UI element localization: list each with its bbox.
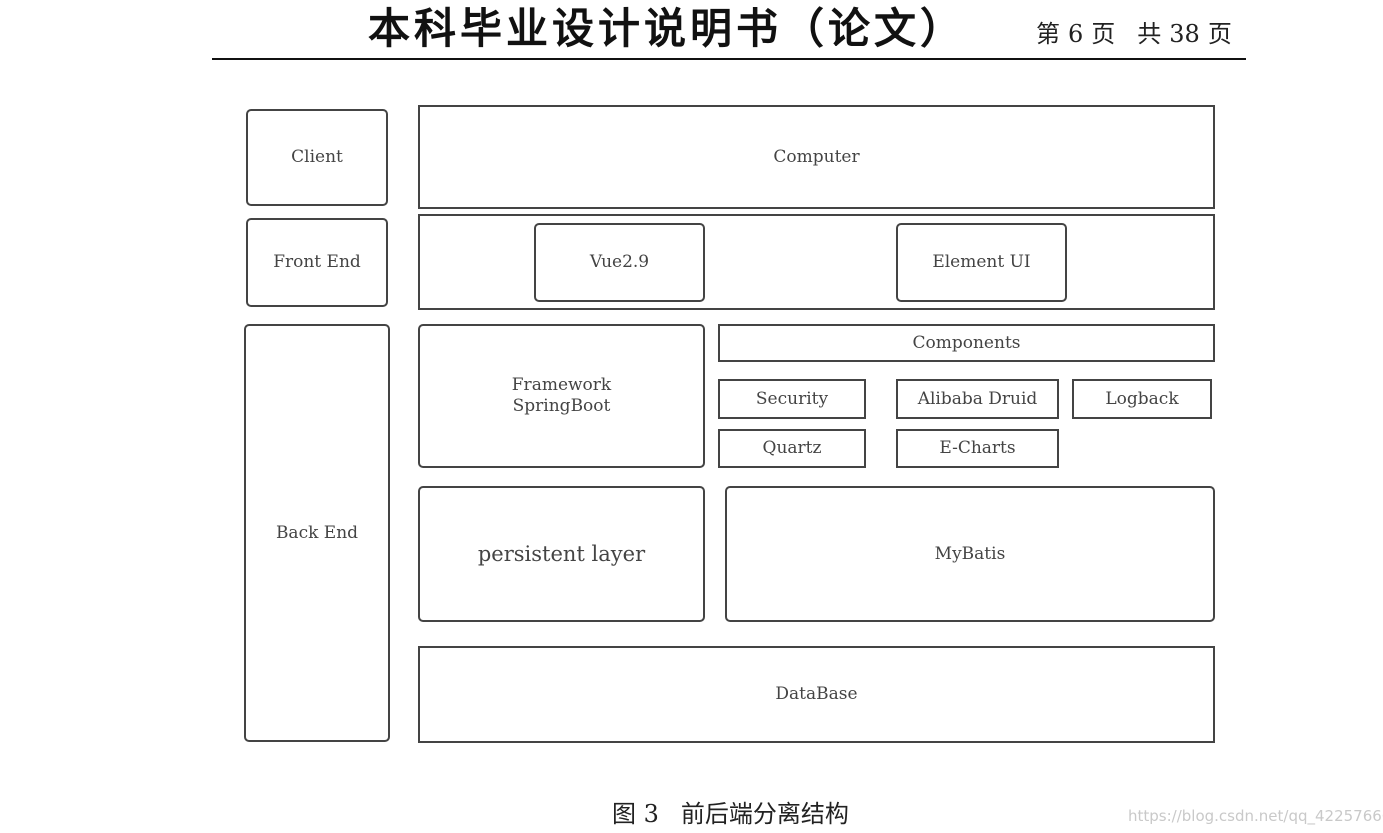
total-word: 页 [1207,20,1232,48]
mybatis-box: MyBatis [725,486,1215,622]
database-label: DataBase [775,684,858,704]
alibaba-druid-box: Alibaba Druid [896,379,1059,419]
front-end-layer-box: Front End [246,218,388,307]
components-box: Components [718,324,1215,362]
page-number: 6 [1068,20,1084,48]
echarts-box: E-Charts [896,429,1059,468]
computer-label: Computer [773,146,860,167]
framework-box: Framework SpringBoot [418,324,705,468]
client-layer-box: Client [246,109,388,206]
watermark: https://blog.csdn.net/qq_42257666 [1128,807,1383,825]
components-label: Components [912,332,1021,353]
echarts-label: E-Charts [939,438,1016,458]
document-title: 本科毕业设计说明书（论文） [368,4,967,53]
alibaba-druid-label: Alibaba Druid [917,388,1038,409]
framework-label: Framework [511,375,612,395]
figure-number: 图 3 [612,800,659,828]
vue-box: Vue2.9 [534,223,705,302]
vue-label: Vue2.9 [589,252,650,272]
quartz-box: Quartz [718,429,866,468]
total-pages: 38 [1169,20,1200,48]
database-box: DataBase [418,646,1215,743]
page-word: 页 [1091,20,1116,48]
element-ui-label: Element UI [932,252,1031,272]
back-end-label: Back End [275,522,359,543]
figure-caption: 图 3 前后端分离结构 [612,798,849,830]
security-label: Security [755,388,829,409]
logback-label: Logback [1105,388,1179,409]
computer-box: Computer [418,105,1215,209]
mybatis-label: MyBatis [934,543,1006,564]
front-end-label: Front End [273,252,361,272]
persistent-layer-label: persistent layer [477,541,646,566]
header-divider [212,58,1246,60]
client-label: Client [291,147,343,167]
figure-title: 前后端分离结构 [680,800,849,828]
back-end-layer-box: Back End [244,324,390,742]
logback-box: Logback [1072,379,1212,419]
element-ui-box: Element UI [896,223,1067,302]
total-prefix: 共 [1137,20,1162,48]
quartz-label: Quartz [762,438,822,458]
security-box: Security [718,379,866,419]
page-prefix: 第 [1036,20,1060,48]
persistent-layer-box: persistent layer [418,486,705,622]
springboot-label: SpringBoot [512,396,611,416]
